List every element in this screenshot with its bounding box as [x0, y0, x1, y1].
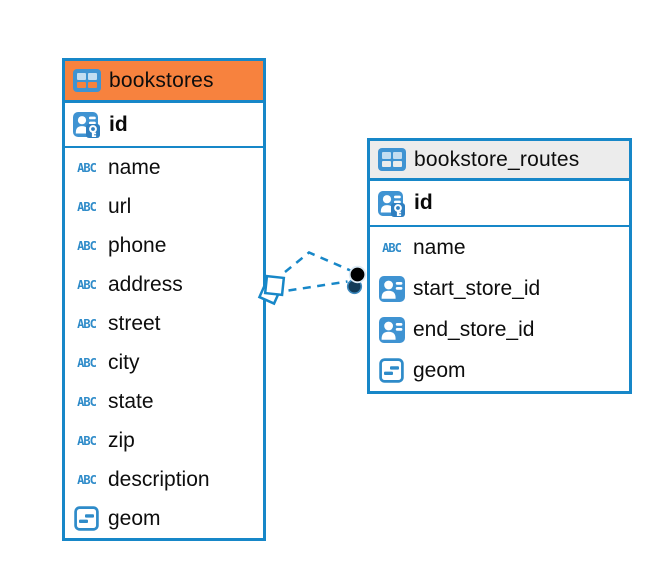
table-node-bookstore-routes[interactable]: bookstore_routes id ABC: [367, 138, 632, 394]
column-row[interactable]: ABC phone: [65, 226, 263, 265]
table-header-bookstores[interactable]: bookstores: [65, 61, 263, 103]
primary-key-icon: [72, 111, 101, 138]
geometry-type-icon: [377, 358, 406, 383]
text-type-icon: ABC: [77, 238, 97, 253]
column-row[interactable]: ABC url: [65, 187, 263, 226]
relationship-line-lower: [288, 280, 348, 292]
column-row[interactable]: start_store_id: [370, 268, 629, 309]
column-row[interactable]: ABC description: [65, 460, 263, 499]
text-type-icon: ABC: [77, 316, 97, 331]
column-row[interactable]: ABC street: [65, 304, 263, 343]
table-header-bookstore-routes[interactable]: bookstore_routes: [370, 141, 629, 181]
foreign-key-type-icon: [377, 275, 406, 302]
text-type-icon: ABC: [77, 472, 97, 487]
text-type-icon: ABC: [77, 199, 97, 214]
column-row[interactable]: geom: [370, 350, 629, 391]
text-type-icon: ABC: [77, 394, 97, 409]
geometry-type-icon: [72, 506, 101, 531]
text-type-icon: ABC: [77, 160, 97, 175]
primary-key-name: id: [109, 112, 128, 136]
column-row[interactable]: ABC city: [65, 343, 263, 382]
column-row[interactable]: ABC zip: [65, 421, 263, 460]
column-row-pk[interactable]: id: [65, 103, 263, 148]
text-type-icon: ABC: [77, 277, 97, 292]
column-row[interactable]: ABC state: [65, 382, 263, 421]
primary-key-name: id: [414, 191, 433, 214]
text-type-icon: ABC: [77, 433, 97, 448]
primary-key-icon: [377, 190, 406, 217]
table-title: bookstore_routes: [414, 147, 580, 171]
column-row[interactable]: ABC address: [65, 265, 263, 304]
relationship-line-upper: [284, 251, 351, 273]
text-type-icon: ABC: [77, 355, 97, 370]
column-row[interactable]: ABC name: [65, 148, 263, 187]
table-icon: [377, 148, 406, 171]
foreign-key-type-icon: [377, 316, 406, 343]
column-row-pk[interactable]: id: [370, 181, 629, 227]
table-icon: [72, 69, 101, 92]
table-title: bookstores: [109, 68, 214, 92]
relationship-connector[interactable]: [284, 251, 351, 292]
column-row[interactable]: end_store_id: [370, 309, 629, 350]
table-node-bookstores[interactable]: bookstores id ABC: [62, 58, 266, 541]
column-row[interactable]: ABC name: [370, 227, 629, 268]
text-type-icon: ABC: [382, 240, 402, 255]
relationship-target-marker[interactable]: [346, 265, 367, 295]
column-row[interactable]: geom: [65, 499, 263, 538]
